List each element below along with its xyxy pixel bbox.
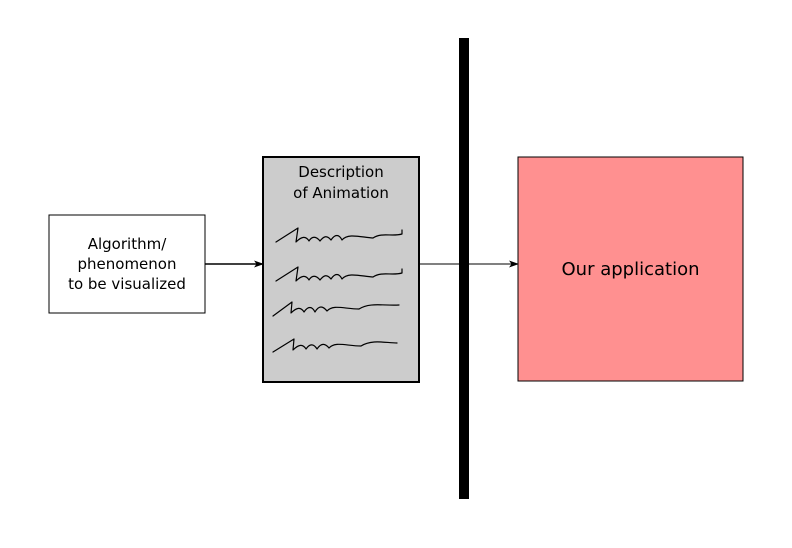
description-label-line: Description [298,163,384,181]
scribble-line [272,338,398,353]
application-label: Our application [561,258,700,280]
algorithm-box [48,214,206,314]
separator-bar [459,38,469,499]
scribble-lines [272,227,403,353]
description-box-label: Description of Animation [263,158,419,212]
scribble-line [272,301,400,317]
algorithm-label-line: to be visualized [68,275,186,293]
scribble-line [275,266,403,282]
application-box [517,156,744,382]
scribble-line [275,227,403,243]
algorithm-label-line: phenomenon [77,255,177,273]
algorithm-label-line: Algorithm/ [87,235,167,253]
description-label-line: of Animation [293,184,389,202]
algorithm-box-label: Algorithm/ phenomenon to be visualized [49,215,205,313]
application-box-label: Our application [518,157,743,381]
